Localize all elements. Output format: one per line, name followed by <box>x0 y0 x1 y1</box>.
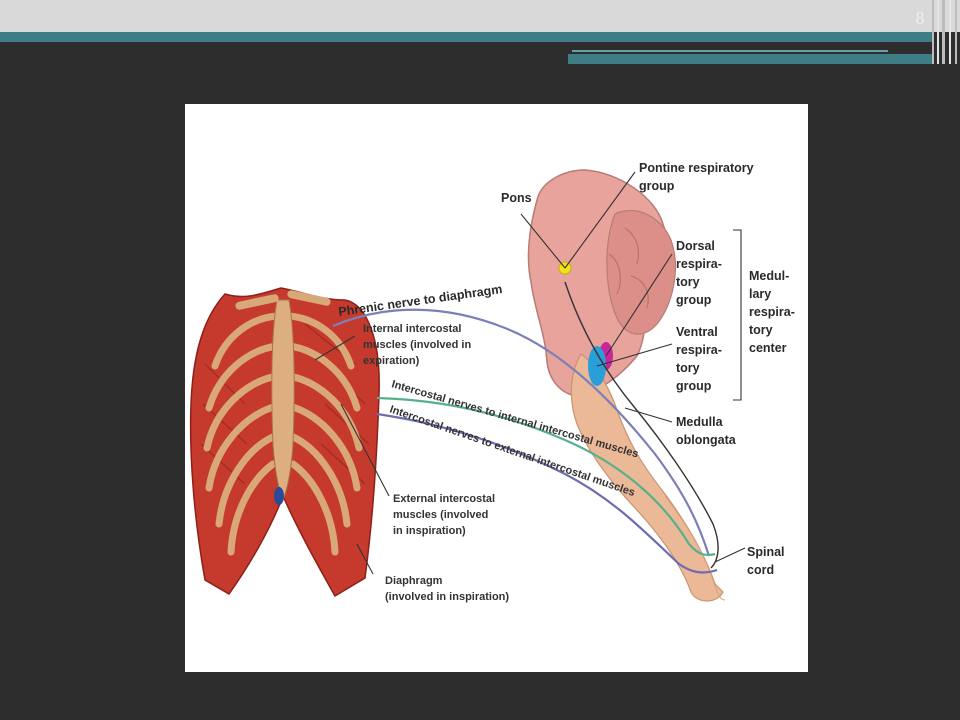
label-ventral-2: respira- <box>676 343 722 357</box>
ribcage-illustration <box>189 287 380 598</box>
label-internal-2: muscles (involved in <box>363 339 471 351</box>
label-external-3: in inspiration) <box>393 525 466 537</box>
cerebellum-shape <box>606 209 677 335</box>
ribs <box>203 312 363 556</box>
label-medullary-5: center <box>749 341 787 355</box>
label-dorsal-2: respira- <box>676 257 722 271</box>
leader-lines <box>314 171 746 575</box>
label-medulla-1: Medulla <box>676 415 724 429</box>
nerves <box>332 281 719 574</box>
label-pontine-1: Pontine respiratory <box>639 161 754 175</box>
label-external-1: External intercostal <box>393 493 495 505</box>
label-ventral-1: Ventral <box>676 325 718 339</box>
clavicle-left <box>235 294 279 310</box>
label-medullary-3: respira- <box>749 305 795 319</box>
diagram-canvas: Pons Pontine respiratory group Dorsal re… <box>189 161 795 603</box>
label-medullary-4: tory <box>749 323 773 337</box>
slide-thin-line <box>572 50 888 52</box>
brain-folds <box>608 227 649 309</box>
slide-teal-band <box>0 32 932 42</box>
label-medulla-2: oblongata <box>676 433 737 447</box>
aorta-hint <box>274 487 284 505</box>
label-ventral-3: tory <box>676 361 700 375</box>
label-dorsal-3: tory <box>676 275 700 289</box>
label-external-2: muscles (involved <box>393 509 488 521</box>
label-phrenic: Phrenic nerve to diaphragm <box>337 282 503 319</box>
label-diaphragm-2: (involved in inspiration) <box>385 591 509 603</box>
label-diaphragm-1: Diaphragm <box>385 575 443 587</box>
phrenic-nerve <box>332 308 711 557</box>
spinal-cord-shape <box>664 495 726 601</box>
label-pons: Pons <box>501 191 532 205</box>
slide-edge-lines <box>932 0 957 64</box>
slide-number: 8 <box>915 8 925 28</box>
label-medullary-1: Medul- <box>749 269 789 283</box>
label-spinal-2: cord <box>747 563 774 577</box>
spinal-nerve-loop <box>564 281 719 569</box>
label-spinal-1: Spinal <box>747 545 785 559</box>
external-intercostal-nerve <box>376 412 718 574</box>
label-internal-3: expiration) <box>363 355 420 367</box>
clavicle-right <box>287 290 331 306</box>
label-internal-1: Internal intercostal <box>363 323 461 335</box>
internal-intercostal-nerve <box>376 396 716 557</box>
label-dorsal-4: group <box>676 293 712 307</box>
label-pontine-2: group <box>639 179 675 193</box>
label-ventral-4: group <box>676 379 712 393</box>
label-dorsal-1: Dorsal <box>676 239 715 253</box>
label-medullary-2: lary <box>749 287 771 301</box>
slide-band-gap <box>568 42 932 48</box>
respiratory-diagram: Pons Pontine respiratory group Dorsal re… <box>185 104 808 672</box>
slide-teal-block <box>568 54 932 64</box>
slide-top-bar <box>0 0 960 32</box>
